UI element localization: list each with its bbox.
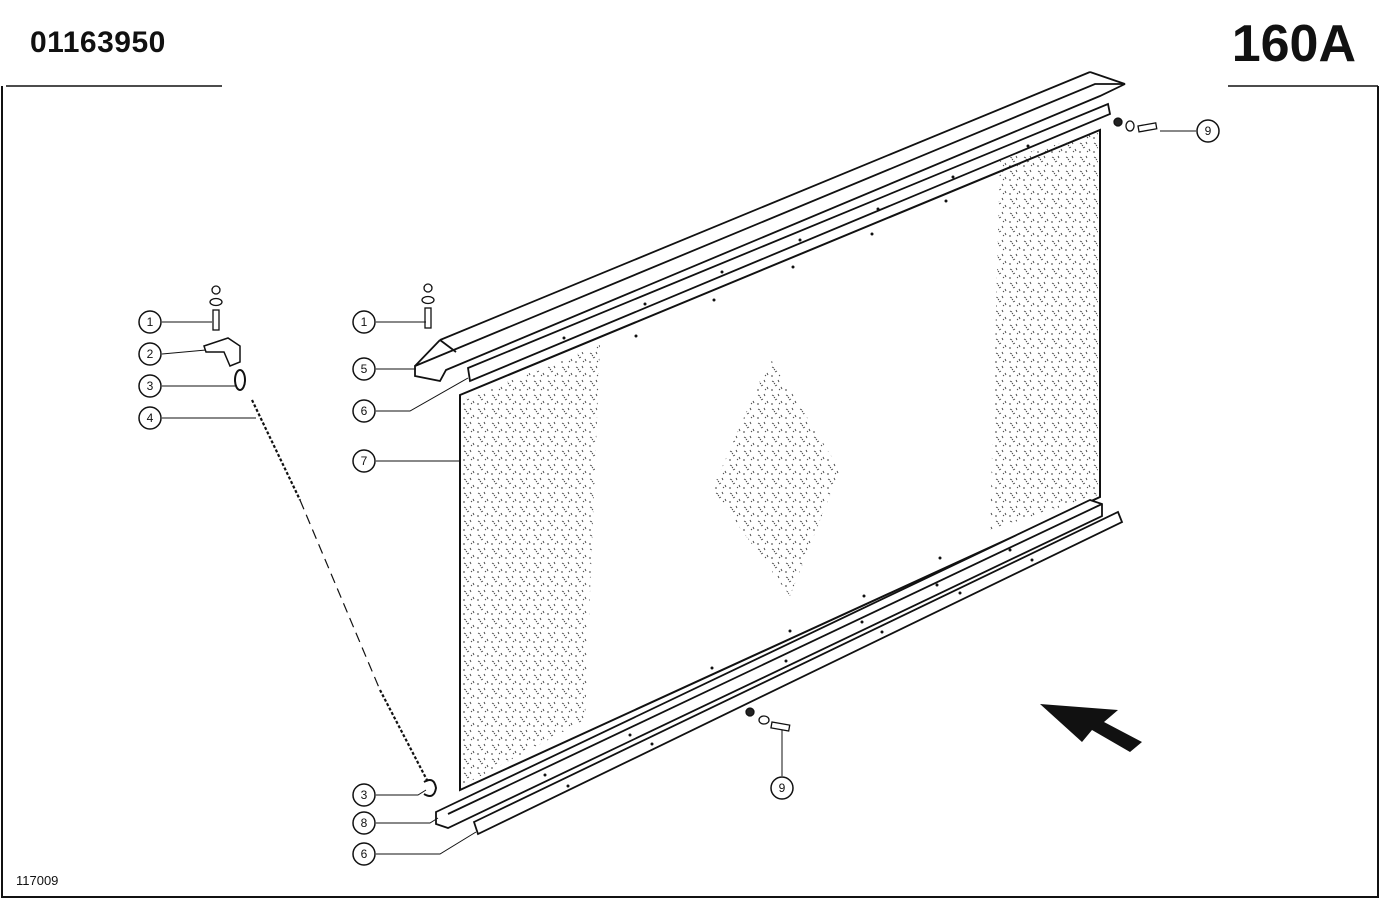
callout-label: 1 [147,315,154,329]
callout-mid-1 [352,310,376,334]
top-clamp-strip [467,102,1112,383]
top-angle-rail [414,71,1126,383]
page-code: 160A [1231,15,1356,73]
callout-left-4 [138,406,162,430]
callout-mid-6 [352,399,376,423]
bottom-hook [423,779,438,797]
callout-mid-5 [352,357,376,381]
callout-bot-3 [352,783,376,807]
chain [251,399,429,783]
left-bracket [203,337,241,367]
callout-bot-6 [352,842,376,866]
callout-bot-8 [352,811,376,835]
screen-panel [459,128,1101,792]
callout-label: 6 [361,404,368,418]
direction-arrow [1040,704,1142,752]
callout-top-9 [1196,119,1220,143]
left-bolt-stack [209,285,223,331]
callout-left-1 [138,310,162,334]
figure-number: 117009 [16,873,59,888]
callout-label: 9 [779,781,786,795]
callout-bot-9 [770,776,794,800]
mid-bolt-stack [421,283,435,329]
callout-label: 2 [147,347,154,361]
callout-mid-7 [352,449,376,473]
callout-left-2 [138,342,162,366]
callout-label: 3 [361,788,368,802]
callout-label: 7 [361,454,368,468]
callout-label: 9 [1205,124,1212,138]
callout-label: 3 [147,379,154,393]
callout-label: 5 [361,362,368,376]
bottom-rail [435,499,1103,829]
bottom-bolt [745,707,791,732]
callouts [138,119,1220,866]
callout-left-3 [138,374,162,398]
top-right-bolt [1113,117,1158,133]
callout-label: 1 [361,315,368,329]
part-number: 01163950 [30,26,166,59]
page-frame [1,85,1379,898]
callout-label: 4 [147,411,154,425]
rivet-dots [543,144,1034,788]
leader-lines [161,130,1196,855]
callout-label: 8 [361,816,368,830]
callout-label: 6 [361,847,368,861]
left-hook [234,369,246,391]
